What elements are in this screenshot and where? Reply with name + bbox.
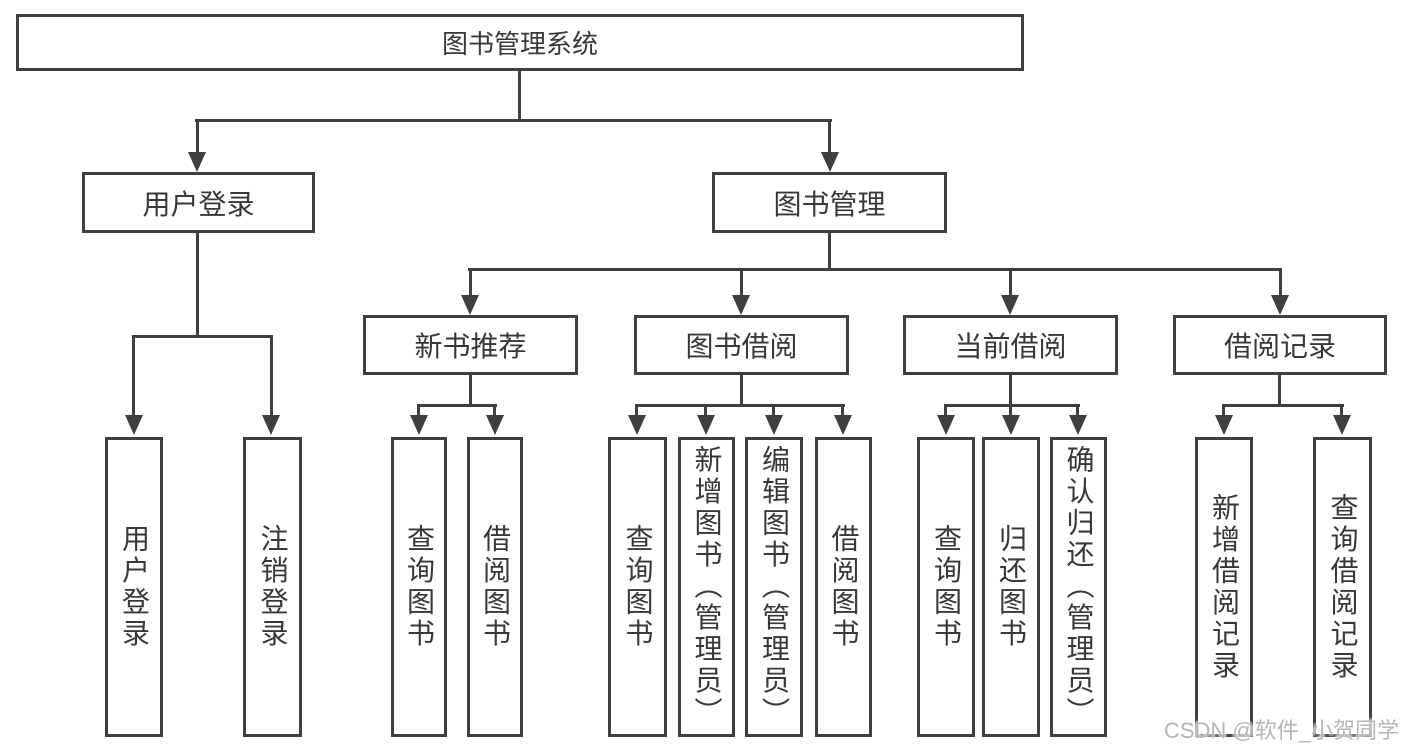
connector-drop [740,268,743,296]
connector-groupD-stem [1278,375,1281,407]
leaf-return-books: 归还图书 [982,437,1040,737]
arrow-down-icon [1002,415,1020,435]
leaf-user-login: 用户登录 [105,437,163,737]
node-user-login-label: 用户登录 [142,188,255,220]
leaf-borrow-books-2: 借阅图书 [815,437,872,737]
leaf-query-books-2: 查询图书 [608,437,667,737]
arrow-down-icon [1215,415,1233,435]
connector-user-login-stem [196,233,199,337]
leaf-query-books-3-label: 查询图书 [931,524,962,650]
connector-groupA-bar [417,404,497,407]
leaf-add-borrow-record-label: 新增借阅记录 [1209,492,1240,682]
arrow-down-icon [628,415,646,435]
connector-drop-book-mgmt [828,119,831,153]
leaf-query-books-1-label: 查询图书 [404,524,435,650]
arrow-down-icon [937,415,955,435]
connector-book-mgmt-bar [468,268,1281,271]
node-library-system-label: 图书管理系统 [441,29,598,59]
leaf-borrow-books-1: 借阅图书 [467,437,523,737]
connector-drop [1222,404,1225,416]
node-book-management-label: 图书管理 [773,188,886,220]
arrow-down-icon [834,415,852,435]
leaf-query-books-3: 查询图书 [917,437,975,737]
arrow-down-icon [821,152,839,172]
node-current-borrow: 当前借阅 [903,315,1118,375]
connector-drop [704,404,707,416]
connector-drop [841,404,844,416]
connector-drop [417,404,420,416]
arrow-down-icon [1001,295,1019,315]
leaf-borrow-books-2-label: 借阅图书 [828,524,860,650]
arrow-down-icon [1333,415,1351,435]
arrow-down-icon [697,415,715,435]
csdn-watermark: CSDN @软件_小贺同学 [1163,718,1399,743]
leaf-logout: 注销登录 [243,437,302,737]
connector-user-login-bar [132,335,273,338]
arrow-down-icon [486,415,504,435]
leaf-add-books-admin-label: 新增图书（管理员） [691,445,723,729]
connector-drop [1279,268,1282,296]
node-borrow-records: 借阅记录 [1173,315,1387,375]
connector-drop [1009,404,1012,416]
connector-drop [132,335,135,416]
arrow-down-icon [262,415,280,435]
arrow-down-icon [1069,415,1087,435]
leaf-query-borrow-record-label: 查询借阅记录 [1327,492,1359,682]
connector-drop [944,404,947,416]
connector-groupB-stem [740,375,743,407]
leaf-query-books-2-label: 查询图书 [622,524,654,650]
arrow-down-icon [765,415,783,435]
node-book-management: 图书管理 [712,172,947,233]
connector-groupA-stem [469,375,472,407]
arrow-down-icon [461,295,479,315]
leaf-confirm-return-admin: 确认归还（管理员） [1050,437,1107,737]
leaf-edit-books-admin: 编辑图书（管理员） [745,437,803,737]
node-book-borrow-label: 图书借阅 [685,331,798,362]
node-borrow-records-label: 借阅记录 [1223,331,1336,362]
node-new-book-recommend: 新书推荐 [363,315,578,375]
leaf-query-borrow-record: 查询借阅记录 [1313,437,1372,737]
connector-groupD-bar [1222,404,1344,407]
connector-groupC-bar [944,404,1080,407]
leaf-borrow-books-1-label: 借阅图书 [480,524,511,650]
connector-drop [635,404,638,416]
connector-drop [1076,404,1079,416]
connector-drop [1340,404,1343,416]
node-library-system: 图书管理系统 [16,14,1024,71]
leaf-add-books-admin: 新增图书（管理员） [678,437,735,737]
connector-drop [493,404,496,416]
connector-drop [772,404,775,416]
leaf-logout-label: 注销登录 [257,524,289,650]
leaf-query-books-1: 查询图书 [391,437,447,737]
leaf-edit-books-admin-label: 编辑图书（管理员） [759,445,790,729]
node-book-borrow: 图书借阅 [634,315,849,375]
connector-groupC-stem [1009,375,1012,407]
connector-drop-user-login [196,119,199,153]
connector-root-stem [518,70,521,120]
arrow-down-icon [125,415,143,435]
node-user-login: 用户登录 [82,172,315,233]
leaf-confirm-return-admin-label: 确认归还（管理员） [1063,445,1095,729]
connector-drop [1009,268,1012,296]
leaf-user-login-label: 用户登录 [119,524,150,650]
connector-drop [469,268,472,296]
leaf-add-borrow-record: 新增借阅记录 [1195,437,1253,737]
node-current-borrow-label: 当前借阅 [954,331,1067,362]
node-new-book-recommend-label: 新书推荐 [414,331,527,362]
connector-book-mgmt-stem [828,233,831,270]
arrow-down-icon [410,415,428,435]
arrow-down-icon [732,295,750,315]
leaf-return-books-label: 归还图书 [996,524,1027,650]
connector-drop [270,335,273,416]
connector-groupB-bar [635,404,845,407]
connector-root-bar [195,119,832,122]
arrow-down-icon [1271,295,1289,315]
arrow-down-icon [188,152,206,172]
